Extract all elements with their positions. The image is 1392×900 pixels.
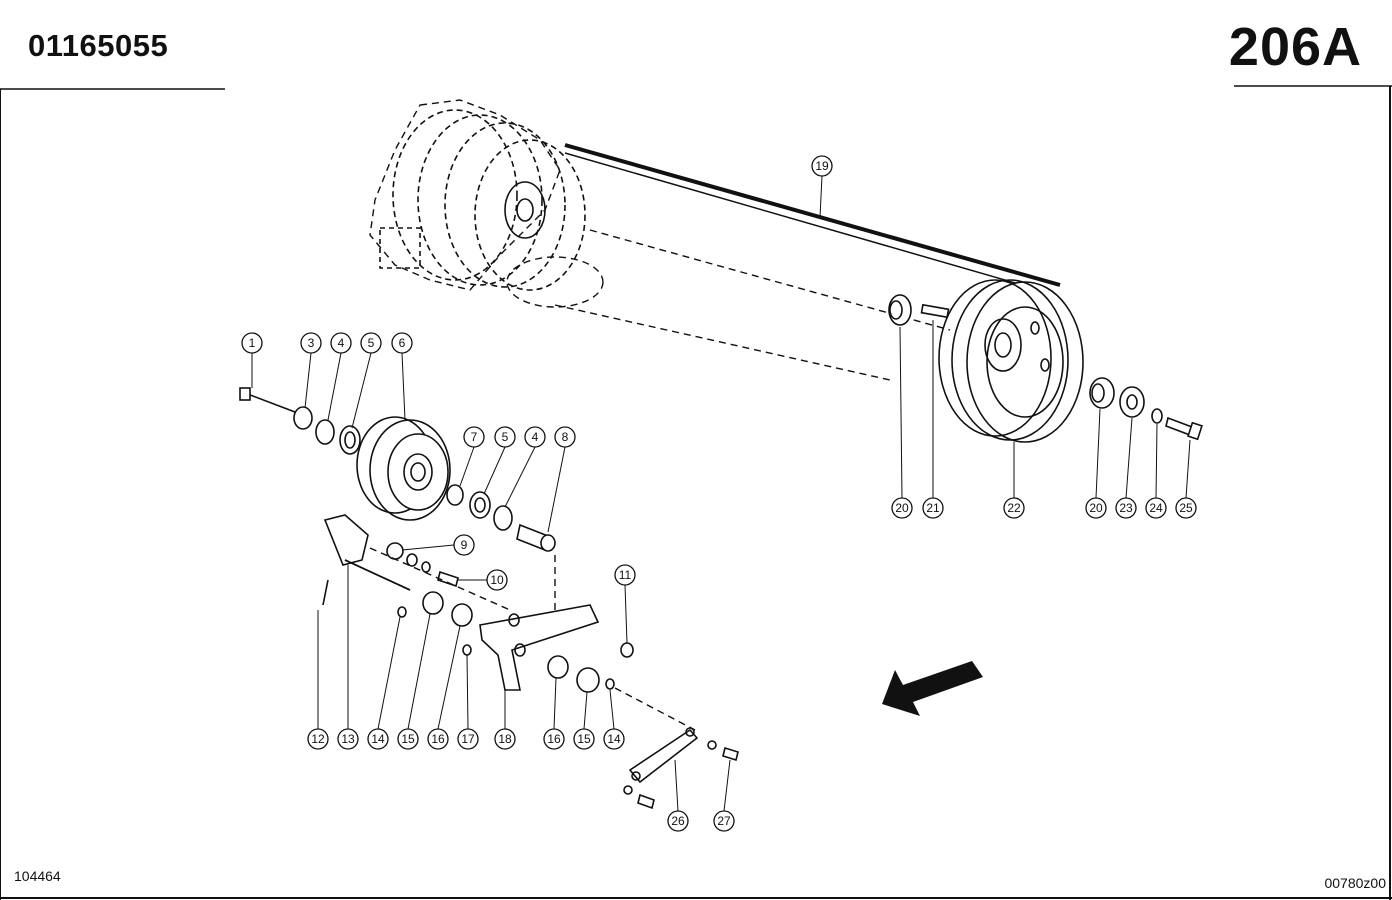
callout-14: 14: [367, 728, 389, 750]
svg-text:6: 6: [399, 336, 406, 350]
callout-14b: 14: [603, 728, 625, 750]
svg-text:18: 18: [498, 732, 512, 746]
callout-16b: 16: [543, 728, 565, 750]
callout-21: 21: [922, 497, 944, 519]
v-belt: [564, 143, 1061, 294]
svg-text:16: 16: [431, 732, 445, 746]
svg-text:26: 26: [671, 814, 685, 828]
callout-17: 17: [457, 728, 479, 750]
callout-25: 25: [1175, 497, 1197, 519]
callout-7: 7: [463, 426, 485, 448]
page-code: 206A: [1228, 17, 1362, 77]
svg-text:12: 12: [311, 732, 325, 746]
svg-text:25: 25: [1179, 501, 1193, 515]
callout-4: 4: [330, 332, 352, 354]
svg-text:22: 22: [1007, 501, 1021, 515]
svg-text:3: 3: [308, 336, 315, 350]
svg-text:7: 7: [471, 430, 478, 444]
callout-11: 11: [614, 564, 636, 586]
callout-4b: 4: [524, 426, 546, 448]
callout-group: 1 3 4 5 6 7 5 4 8 9 10 11 12 13 14 15 16…: [241, 155, 1197, 832]
svg-text:14: 14: [607, 732, 621, 746]
tensioner-arm-assembly: [322, 514, 634, 691]
svg-text:20: 20: [1089, 501, 1103, 515]
svg-text:19: 19: [815, 159, 829, 173]
svg-text:4: 4: [532, 430, 539, 444]
callout-5: 5: [360, 332, 382, 354]
callout-8: 8: [554, 426, 576, 448]
svg-text:11: 11: [619, 568, 632, 582]
svg-text:15: 15: [401, 732, 415, 746]
callout-20: 20: [891, 497, 913, 519]
callout-6: 6: [391, 332, 413, 354]
svg-text:27: 27: [717, 814, 731, 828]
callout-3: 3: [300, 332, 322, 354]
svg-text:15: 15: [577, 732, 591, 746]
svg-text:20: 20: [895, 501, 909, 515]
frame: [0, 85, 1392, 900]
svg-text:1: 1: [249, 336, 256, 350]
svg-text:13: 13: [341, 732, 355, 746]
svg-text:21: 21: [926, 501, 940, 515]
callout-22: 22: [1003, 497, 1025, 519]
image-code: 00780z00: [1324, 875, 1386, 891]
callout-20b: 20: [1085, 497, 1107, 519]
document-number: 104464: [14, 868, 61, 884]
callout-10: 10: [486, 569, 508, 591]
callout-18: 18: [494, 728, 516, 750]
callout-26: 26: [667, 810, 689, 832]
svg-text:9: 9: [461, 538, 468, 552]
link-plate-assembly: [547, 655, 739, 810]
callout-13: 13: [337, 728, 359, 750]
svg-text:5: 5: [502, 430, 509, 444]
callout-19: 19: [811, 155, 833, 177]
svg-text:17: 17: [461, 732, 475, 746]
callout-24: 24: [1145, 497, 1167, 519]
svg-text:5: 5: [368, 336, 375, 350]
callout-12: 12: [307, 728, 329, 750]
driven-pulley-hardware: [888, 294, 1203, 441]
svg-text:24: 24: [1149, 501, 1163, 515]
callout-16: 16: [427, 728, 449, 750]
svg-text:10: 10: [490, 573, 504, 587]
direction-arrow: [882, 661, 983, 716]
svg-text:4: 4: [338, 336, 345, 350]
driven-pulley: [938, 279, 1084, 443]
drive-pulley-assembly: [369, 99, 951, 381]
svg-text:16: 16: [547, 732, 561, 746]
svg-text:23: 23: [1119, 501, 1133, 515]
callout-1: 1: [241, 332, 263, 354]
leader-lines: [251, 175, 1191, 812]
svg-text:14: 14: [371, 732, 385, 746]
part-number: 01165055: [28, 28, 169, 63]
callout-15: 15: [397, 728, 419, 750]
callout-23: 23: [1115, 497, 1137, 519]
callout-5b: 5: [494, 426, 516, 448]
callout-9: 9: [453, 534, 475, 556]
callout-27: 27: [713, 810, 735, 832]
callout-15b: 15: [573, 728, 595, 750]
svg-text:8: 8: [562, 430, 569, 444]
idler-pulley-assembly: [239, 387, 556, 552]
